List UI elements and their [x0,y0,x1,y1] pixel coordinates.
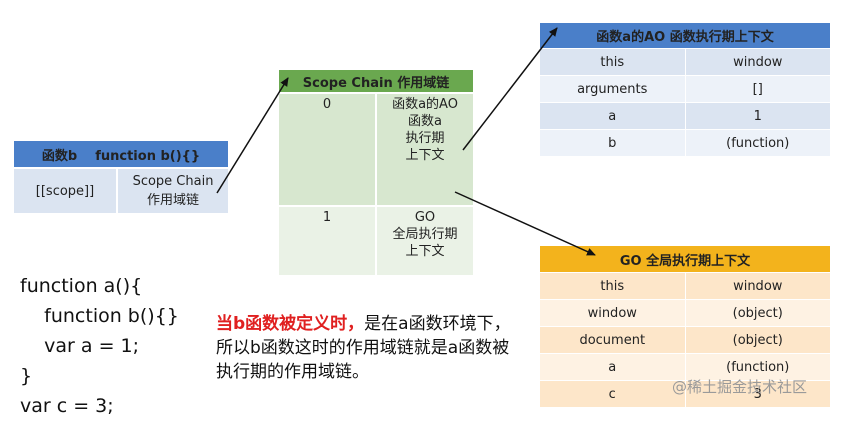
ao-key: b [540,129,685,156]
go-value: (object) [684,326,830,354]
function-b-table: 函数b function b(){} [[scope]] Scope Chain… [14,141,228,213]
explanation-text: 当b函数被定义时，是在a函数环境下，所以b函数这时的作用域链就是a函数被执行期的… [216,312,516,384]
watermark: @稀土掘金技术社区 [672,378,808,396]
arrow-entry1-to-go [454,191,596,256]
go-key: a [540,353,685,381]
ao-value: window [684,48,831,76]
go-key: document [540,326,685,354]
entry1-line: 上下文 [405,244,445,259]
function-b-header: 函数b function b(){} [14,141,228,168]
go-value: (function) [684,353,830,381]
ao-key: a [540,102,685,130]
code-block: function a(){ function b(){} var a = 1; … [20,271,179,421]
scope-value: Scope Chain 作用域链 [116,167,228,213]
ao-key: this [540,48,685,76]
ao-value: [] [684,75,831,103]
arrow-b-to-scope-chain [216,77,289,194]
code-line: } [20,365,33,387]
ao-value: 1 [684,102,831,130]
scope-chain-header: Scope Chain 作用域链 [279,70,473,93]
go-key: c [540,380,685,407]
explanation-rest: 是在a函数环境下，所以b函数这时的作用域链就是a函数被执行期的作用域链。 [216,314,511,382]
scope-chain-entry-0: 函数a的AO 函数a 执行期 上下文 [375,92,473,206]
scope-value-line2: 作用域链 [146,193,199,208]
arrow-entry0-to-ao [462,27,558,151]
entry1-line: GO [414,210,436,225]
scope-chain-index-0: 0 [279,92,376,206]
scope-chain-table: Scope Chain 作用域链 0 函数a的AO 函数a 执行期 上下文 1 … [279,70,473,275]
scope-chain-index-1: 1 [279,205,376,275]
scope-value-line1: Scope Chain [132,174,214,189]
ao-value: (function) [684,129,831,156]
code-line: var c = 3; [20,395,114,417]
entry0-line: 执行期 [405,131,445,146]
code-line: var a = 1; [20,335,140,357]
go-key: window [540,299,685,327]
ao-header: 函数a的AO 函数执行期上下文 [540,23,831,49]
entry1-line: 全局执行期 [392,227,458,242]
explanation-highlight: 当b函数被定义时， [216,314,365,334]
code-line: function a(){ [20,275,143,297]
scope-key: [[scope]] [14,167,117,213]
entry0-line: 上下文 [405,148,445,163]
code-line: function b(){} [20,305,179,327]
go-key: this [540,272,685,300]
connector-arrows [216,27,596,256]
scope-chain-entry-1: GO 全局执行期 上下文 [375,205,473,275]
go-value: 3 [684,380,830,407]
ao-key: arguments [540,75,685,103]
entry0-line: 函数a [408,114,442,129]
go-value: (object) [684,299,830,327]
entry0-line: 函数a的AO [392,97,458,112]
go-value: window [684,272,830,300]
